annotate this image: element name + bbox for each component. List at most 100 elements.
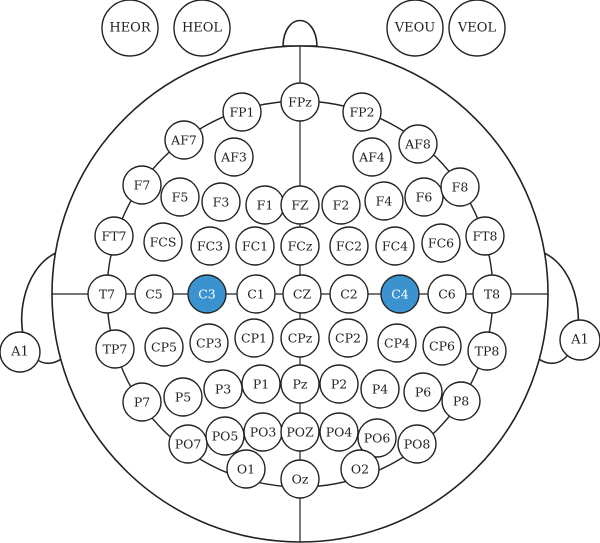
electrode-marker [235,226,275,266]
electrode-marker [280,364,320,404]
electrode-label: P6 [415,385,431,400]
electrode-af7: AF7 [164,120,204,160]
electrode-c1: C1 [236,274,276,314]
electrode-f4: F4 [364,181,404,221]
electrode-marker [282,274,322,314]
electrode-p2: P2 [319,364,359,404]
electrode-marker [163,377,203,417]
electrode-marker [160,177,200,217]
electrode-label: P4 [372,382,388,397]
electrode-label: F3 [213,195,230,210]
electrode-cp3: CP3 [189,323,229,363]
electrode-marker [122,165,162,205]
electrode-label: POZ [286,425,314,440]
electrode-marker [143,222,183,262]
electrode-label: F5 [172,190,189,205]
electrode-c5: C5 [134,274,174,314]
electrode-marker [441,381,481,421]
electrode-label: PO8 [404,437,431,452]
electrode-label: Pz [293,377,308,392]
electrode-cp6: CP6 [422,326,462,366]
electrode-fc1: FC1 [235,226,275,266]
electrode-marker [280,82,320,122]
electrode-label: Oz [292,472,309,487]
electrode-po4: PO4 [319,412,359,452]
electrode-fc4: FC4 [375,226,415,266]
electrode-marker [122,382,162,422]
electrode-marker [95,329,135,369]
electrode-marker [134,274,174,314]
electrode-label: P7 [134,395,150,410]
electrode-p3: P3 [203,369,243,409]
electrode-ft8: FT8 [465,216,505,256]
electrode-marker [377,323,417,363]
electrode-marker [236,274,276,314]
electrode-c6: C6 [427,274,467,314]
electrode-label: FC1 [242,239,268,254]
electrode-label: CP1 [241,331,267,346]
electrode-marker [280,412,320,452]
electrode-marker [280,459,320,499]
electrode-label: P5 [175,390,191,405]
electrode-label: O1 [237,462,255,477]
nose-outline [282,19,318,47]
electrode-marker [226,449,266,489]
electrode-marker [403,372,443,412]
electrode-c3: C3 [187,274,227,314]
electrode-marker [94,216,134,256]
electrode-marker [329,274,369,314]
electrode-marker [465,216,505,256]
electrode-p4: P4 [360,369,400,409]
electrode-marker [440,167,480,207]
electrode-af8: AF8 [398,124,438,164]
reference-a1-right: A1 [559,319,600,361]
electrode-poz: POZ [280,412,320,452]
electrode-fcz: FCz [280,226,320,266]
electrode-marker [87,274,127,314]
electrode-label: F7 [134,178,151,193]
electrode-label: PO7 [175,437,202,452]
electrode-label: F4 [376,194,393,209]
electrode-ft7: FT7 [94,216,134,256]
electrode-marker [342,92,382,132]
electrode-marker [280,226,320,266]
electrode-marker [360,369,400,409]
electrode-f1: F1 [245,185,285,225]
electrode-marker [375,226,415,266]
electrode-label: TP7 [103,342,128,357]
electrode-marker [357,418,397,458]
electrode-marker [189,323,229,363]
electrode-label: P2 [331,377,347,392]
electrode-label: C6 [438,287,456,302]
electrode-label: F8 [452,180,469,195]
electrode-f5: F5 [160,177,200,217]
electrode-label: C5 [145,287,163,302]
electrode-label: CPz [288,331,313,346]
electrode-label: C3 [198,287,216,302]
electrode-c2: C2 [329,274,369,314]
electrode-fz: FZ [280,185,320,225]
electrode-pz: Pz [280,364,320,404]
electrode-marker [329,226,369,266]
electrode-marker [467,331,507,371]
reference-label: A1 [570,333,589,348]
electrode-label: PO4 [326,425,353,440]
electrode-p5: P5 [163,377,203,417]
electrode-f3: F3 [201,182,241,222]
electrode-label: P3 [215,382,231,397]
electrode-marker [321,185,361,225]
electrode-label: FP2 [349,105,374,120]
electrode-marker [319,412,359,452]
electrode-label: FC4 [382,239,408,254]
electrode-fc3: FC3 [190,226,230,266]
electrode-f7: F7 [122,165,162,205]
electrode-label: AF4 [358,150,385,165]
electrode-label: PO3 [250,425,277,440]
electrode-marker [352,137,392,177]
electrode-po8: PO8 [397,424,437,464]
electrode-label: FP1 [229,105,254,120]
electrode-marker [241,364,281,404]
electrode-t7: T7 [87,274,127,314]
